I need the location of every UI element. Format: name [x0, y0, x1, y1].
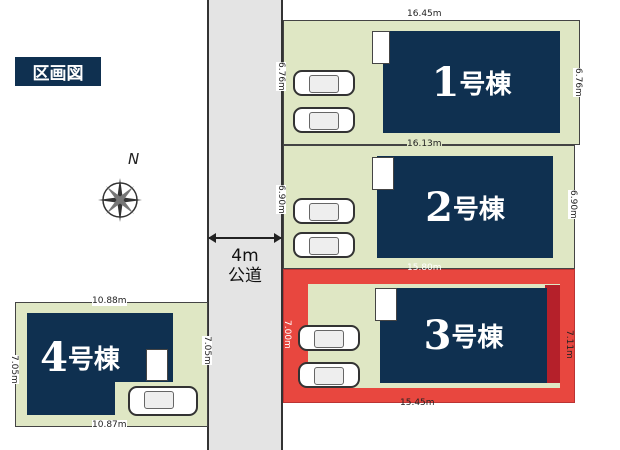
entrance-1 — [372, 31, 390, 64]
lot-3-top-dim: 15.80m — [407, 263, 442, 273]
lot-1-left-dim: 6.76m — [276, 62, 286, 91]
legend-label: 区画図 — [15, 57, 101, 86]
lot-3-right-dim: 7.11m — [564, 330, 574, 359]
lot-1-top-dim: 16.45m — [407, 9, 442, 19]
entrance-2 — [372, 157, 394, 190]
lot-3-bottom-dim: 15.45m — [400, 398, 435, 408]
lot-2-right-dim: 6.90m — [568, 190, 578, 219]
arrow-left-icon — [208, 233, 216, 243]
road-label: 公道 — [228, 266, 262, 286]
parking-car — [298, 325, 360, 351]
building-3-shadow — [545, 285, 560, 383]
entrance-3 — [375, 288, 397, 321]
public-road — [207, 0, 283, 450]
lot-4-bottom-dim: 10.87m — [92, 420, 127, 430]
lot-4-right-dim: 7.05m — [202, 336, 212, 365]
parking-car — [293, 70, 355, 96]
lot-4-top-dim: 10.88m — [92, 296, 127, 306]
lot-1-right-dim: 6.76m — [573, 68, 583, 97]
entrance-4 — [146, 349, 168, 381]
parking-car — [298, 362, 360, 388]
arrow-right-icon — [274, 233, 282, 243]
compass-icon — [98, 178, 142, 222]
lot-3-left-dim: 7.00m — [282, 320, 292, 349]
compass-north-label: N — [128, 150, 140, 168]
road-width: 4m — [231, 246, 259, 266]
road-width-arrow — [209, 237, 281, 239]
lot-2-top-dim: 16.13m — [407, 139, 442, 149]
lot-2-left-dim: 6.90m — [276, 185, 286, 214]
parking-car — [293, 107, 355, 133]
parking-car — [293, 198, 355, 224]
building-4-lower — [27, 380, 115, 415]
lot-4-left-dim: 7.05m — [9, 355, 19, 384]
parking-car — [128, 386, 198, 416]
parking-car — [293, 232, 355, 258]
